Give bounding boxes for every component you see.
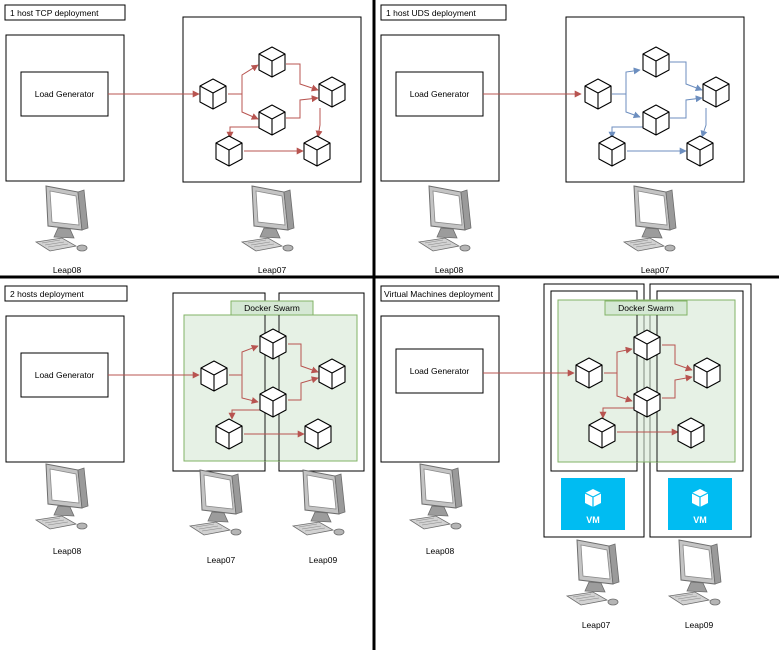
cube-icon <box>588 417 616 449</box>
cube-icon <box>215 135 243 167</box>
quadrant-title: Virtual Machines deployment <box>384 289 494 299</box>
quadrant-uds: 1 host UDS deployment Load Generator Lea… <box>380 4 745 275</box>
cube-icon <box>259 386 287 418</box>
computer-icon <box>189 469 243 536</box>
load-generator <box>395 348 484 394</box>
cube-icon <box>258 46 286 78</box>
host-label-leap08: Leap08 <box>53 546 82 556</box>
computer-icon <box>35 463 89 530</box>
host-label-leap09: Leap09 <box>685 620 714 630</box>
load-generator-label: Load Generator <box>35 370 95 380</box>
cube-icon <box>686 135 714 167</box>
computer-icon <box>241 185 295 252</box>
cube-icon <box>584 78 612 110</box>
quadrant-two-hosts: 2 hosts deployment Load Generator Docker… <box>4 285 365 565</box>
cube-icon <box>575 357 603 389</box>
computer-icon <box>409 463 463 530</box>
cube-icon <box>200 360 228 392</box>
cube-icon <box>199 78 227 110</box>
docker-swarm-label: Docker Swarm <box>618 303 674 313</box>
cube-icon <box>318 358 346 390</box>
host-label-leap07: Leap07 <box>258 265 287 275</box>
cube-icon <box>318 76 346 108</box>
cube-icon <box>642 46 670 78</box>
quadrant-title: 1 host TCP deployment <box>10 8 99 18</box>
computer-icon <box>566 539 620 606</box>
computer-icon <box>292 469 346 536</box>
quadrant-title: 1 host UDS deployment <box>386 8 476 18</box>
load-generator-label: Load Generator <box>410 366 470 376</box>
computer-icon <box>418 185 472 252</box>
host-label-leap08: Leap08 <box>435 265 464 275</box>
computer-icon <box>35 185 89 252</box>
vm-label: VM <box>693 515 707 525</box>
docker-swarm-label: Docker Swarm <box>244 303 300 313</box>
host-label-leap09: Leap09 <box>309 555 338 565</box>
cube-icon <box>702 76 730 108</box>
cube-icon <box>598 135 626 167</box>
cube-icon <box>642 104 670 136</box>
quadrant-virtual-machines: Virtual Machines deployment Load Generat… <box>380 283 752 630</box>
host-label-leap07: Leap07 <box>207 555 236 565</box>
host-label-leap07: Leap07 <box>582 620 611 630</box>
load-generator-label: Load Generator <box>35 89 95 99</box>
cube-icon <box>304 418 332 450</box>
docker-swarm-badge <box>230 300 314 316</box>
cube-icon <box>633 386 661 418</box>
host-label-leap08: Leap08 <box>53 265 82 275</box>
load-generator-label: Load Generator <box>410 89 470 99</box>
host-label-leap08: Leap08 <box>426 546 455 556</box>
cube-icon <box>633 329 661 361</box>
cube-icon <box>677 417 705 449</box>
computer-icon <box>623 185 677 252</box>
vm-label: VM <box>586 515 600 525</box>
vm-badge-leap07: VM <box>561 478 625 530</box>
cube-icon <box>303 135 331 167</box>
cube-icon <box>258 104 286 136</box>
quadrant-title: 2 hosts deployment <box>10 289 84 299</box>
cube-icon <box>215 418 243 450</box>
cube-icon <box>259 328 287 360</box>
docker-swarm-badge <box>604 300 688 316</box>
load-generator <box>20 71 109 117</box>
cube-icon <box>693 357 721 389</box>
vm-badge-leap09: VM <box>668 478 732 530</box>
host-label-leap07: Leap07 <box>641 265 670 275</box>
computer-icon <box>668 539 722 606</box>
quadrant-tcp: 1 host TCP deployment Load Generator Lea… <box>4 4 362 275</box>
